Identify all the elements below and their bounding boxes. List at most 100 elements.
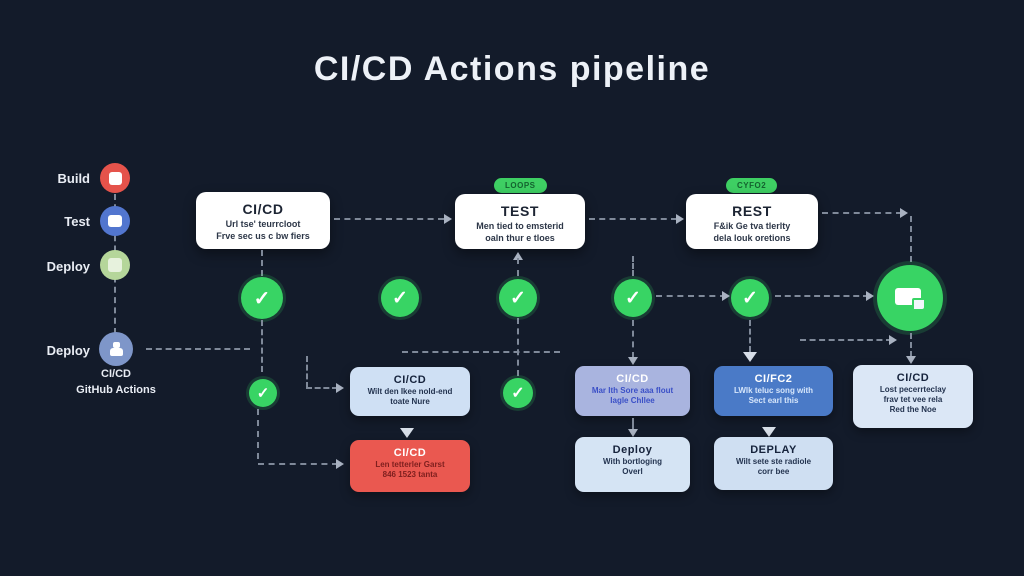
job-title: DEPLAY xyxy=(750,444,797,456)
connector-stage3-right xyxy=(822,212,902,214)
connector-check1-down xyxy=(261,320,263,372)
stage-line: Men tied to emsterid xyxy=(476,221,564,231)
documents-icon xyxy=(895,286,925,310)
check-icon: ✓ xyxy=(625,287,641,309)
arrow-right-icon xyxy=(889,335,897,345)
job-box-deploy-a[interactable]: Deploy With bortloging Overl xyxy=(575,437,690,492)
build-step-icon[interactable] xyxy=(100,163,130,193)
arrow-right-icon xyxy=(866,291,874,301)
connector-into-red xyxy=(258,463,338,465)
deploy2-step-icon[interactable] xyxy=(99,332,133,366)
stage-line: oaln thur e tloes xyxy=(485,233,555,243)
job-box-ci-blue[interactable]: CI/FC2 LWlk teluc song with Sect earl th… xyxy=(714,366,833,416)
arrow-right-icon xyxy=(336,459,344,469)
check-circle-small[interactable]: ✓ xyxy=(249,379,277,407)
arrow-right-icon xyxy=(676,214,684,224)
deploy-step-icon[interactable] xyxy=(100,250,130,280)
arrow-right-icon xyxy=(336,383,344,393)
check-circle[interactable]: ✓ xyxy=(499,279,537,317)
job-line: LWlk teluc song with xyxy=(733,386,814,395)
connector-into-lightblue xyxy=(306,387,338,389)
job-line: With bortloging xyxy=(602,457,663,466)
job-box-ci-red[interactable]: CI/CD Len tetterler Garst 846 1523 tanta xyxy=(350,440,470,492)
sidebar-caption-github-actions: GitHub Actions xyxy=(76,384,156,396)
stage-line: F&ik Ge tva tlerlty xyxy=(713,221,791,231)
check-icon: ✓ xyxy=(392,287,408,309)
check-icon: ✓ xyxy=(256,385,270,402)
artifact-circle[interactable] xyxy=(877,265,943,331)
connector-check4-up xyxy=(632,256,634,276)
job-line: toate Nure xyxy=(390,397,430,406)
job-title: Deploy xyxy=(612,444,653,456)
arrow-right-icon xyxy=(444,214,452,224)
stage-line: Url tse' teurrcloot xyxy=(225,219,301,229)
arrow-right-icon xyxy=(900,208,908,218)
sidebar-label-deploy2: Deploy xyxy=(46,343,90,358)
check-circle-small[interactable]: ✓ xyxy=(503,378,533,408)
archive-icon xyxy=(108,215,122,227)
check-icon: ✓ xyxy=(742,287,758,309)
connector-check5-down xyxy=(749,320,751,352)
page-title: CI/CD Actions pipeline xyxy=(313,50,711,88)
check-circle[interactable]: ✓ xyxy=(381,279,419,317)
stage-title: CI/CD xyxy=(242,201,284,217)
connector-check3-down xyxy=(517,318,519,376)
job-title: CI/CD xyxy=(616,373,649,385)
job-box-ci-lavender[interactable]: CI/CD Mar Ith Sore aaa flout Iagle Chlle… xyxy=(575,366,690,416)
test-step-icon[interactable] xyxy=(100,206,130,236)
connector-right-down xyxy=(910,216,912,262)
job-box-ci-right[interactable]: CI/CD Lost pecerrteclay frav tet vee rel… xyxy=(853,365,973,428)
job-title: CI/FC2 xyxy=(754,373,793,385)
connector-artifact-down xyxy=(910,333,912,357)
job-line: Lost pecerrteclay xyxy=(879,385,947,394)
job-line: Iagle Chllee xyxy=(610,396,655,405)
job-box-deploy-b[interactable]: DEPLAY Wilt sete ste radiole corr bee xyxy=(714,437,833,490)
check-icon: ✓ xyxy=(253,287,271,310)
job-box-ci-light[interactable]: CI/CD Wilt den Ikee nold-end toate Nure xyxy=(350,367,470,416)
connector-check5-artifact xyxy=(775,295,869,297)
package-icon xyxy=(108,171,122,185)
job-line: Sect earl this xyxy=(748,396,799,405)
sidebar-label-test: Test xyxy=(64,214,90,229)
sidebar-label-deploy: Deploy xyxy=(46,259,90,274)
connector-into-artifact xyxy=(800,339,892,341)
check-circle[interactable]: ✓ xyxy=(241,277,283,319)
check-circle[interactable]: ✓ xyxy=(614,279,652,317)
connector-check-small-down xyxy=(257,409,259,459)
arrow-down-icon xyxy=(628,357,638,365)
job-line: Red the Noe xyxy=(889,405,937,414)
check-circle[interactable]: ✓ xyxy=(731,279,769,317)
stage-title: REST xyxy=(732,203,772,219)
stage-line: dela louk oretions xyxy=(713,233,791,243)
job-title: CI/CD xyxy=(393,374,427,386)
user-icon xyxy=(109,342,123,356)
arrow-down-icon xyxy=(906,356,916,364)
check-icon: ✓ xyxy=(511,385,525,402)
job-line: corr bee xyxy=(757,467,790,476)
job-line: Len tetterler Garst xyxy=(375,460,445,469)
connector-check-stage2 xyxy=(517,258,519,276)
stage-box-test[interactable]: TEST Men tied to emsterid oaln thur e tl… xyxy=(455,194,585,249)
connector-cross-line xyxy=(402,351,560,353)
connector-check4-down xyxy=(632,320,634,358)
job-line: 846 1523 tanta xyxy=(382,470,438,479)
stage-box-cicd[interactable]: CI/CD Url tse' teurrcloot Frve sec us c … xyxy=(196,192,330,249)
deploy-out-line xyxy=(146,348,250,350)
arrow-down-icon xyxy=(762,427,776,437)
stage-title: TEST xyxy=(500,203,540,219)
job-title: CI/CD xyxy=(896,372,930,384)
window-icon xyxy=(108,258,122,272)
connector-elbow-lightblue xyxy=(306,356,308,388)
connector-stage1-stage2 xyxy=(334,218,444,220)
job-line: Wilt sete ste radiole xyxy=(735,457,812,466)
connector-check4-check5 xyxy=(656,295,726,297)
stage-box-rest[interactable]: REST F&ik Ge tva tlerlty dela louk oreti… xyxy=(686,194,818,249)
connector-stage1-check xyxy=(261,250,263,276)
status-badge-rest: CYFO2 xyxy=(726,178,778,193)
job-line: frav tet vee rela xyxy=(883,395,943,404)
job-title: CI/CD xyxy=(393,447,427,459)
arrow-down-icon xyxy=(628,429,638,437)
stage-line: Frve sec us c bw fiers xyxy=(216,231,310,241)
sidebar-label-build: Build xyxy=(57,171,91,186)
